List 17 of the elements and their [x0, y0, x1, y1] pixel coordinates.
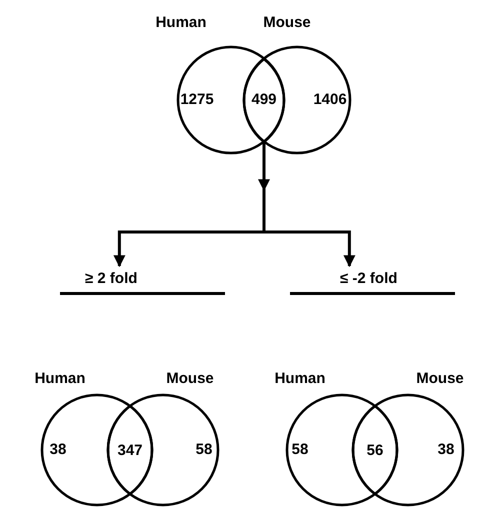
count-value: 499: [251, 91, 277, 108]
count-value: 347: [117, 442, 143, 458]
group-heading: ≤ -2 fold: [290, 268, 455, 295]
set-label: Mouse: [263, 14, 311, 31]
set-label: Human: [274, 370, 326, 387]
count-value: 38: [438, 441, 454, 458]
count-value: 58: [292, 441, 308, 458]
set-label: Mouse: [416, 370, 464, 387]
count-value: 38: [50, 441, 66, 458]
group-heading: ≥ 2 fold: [60, 268, 225, 295]
count-value: 1275: [180, 91, 214, 108]
count-value: 56: [366, 442, 384, 458]
set-label: Mouse: [166, 370, 214, 387]
count-value: 58: [196, 441, 212, 458]
count-value: 1406: [313, 91, 347, 108]
set-label: Human: [156, 14, 206, 31]
set-label: Human: [34, 370, 86, 387]
